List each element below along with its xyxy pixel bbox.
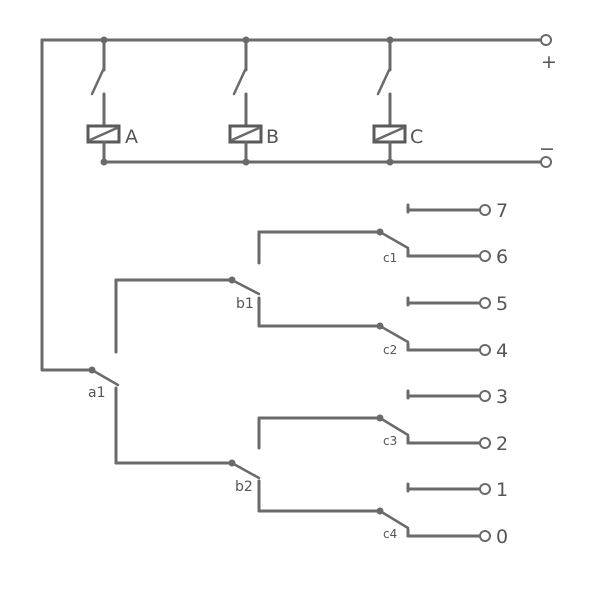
contact-c3-label: c3: [383, 434, 397, 448]
relay-c-label: C: [410, 126, 423, 148]
contact-c2: c2: [376, 322, 410, 357]
output-4: 4: [406, 340, 508, 362]
feed-wire: [40, 38, 94, 372]
output-2: 2: [406, 433, 508, 455]
contact-c1-label: c1: [383, 251, 397, 265]
output-7-label: 7: [496, 200, 508, 222]
relay-a-label: A: [125, 126, 138, 148]
contact-b1: b1: [228, 230, 261, 328]
contact-b2: b2: [228, 416, 261, 513]
output-1-label: 1: [496, 479, 508, 501]
contact-c3: c3: [376, 414, 410, 448]
contact-c4: c4: [376, 507, 410, 541]
relay-b: B: [228, 36, 279, 166]
output-1: 1: [406, 479, 508, 501]
output-0-label: 0: [496, 526, 508, 548]
relay-b-label: B: [266, 126, 279, 148]
output-2-label: 2: [496, 433, 508, 455]
contact-b1-label: b1: [236, 296, 254, 312]
minus-label: −: [539, 138, 555, 160]
output-0: 0: [406, 526, 508, 548]
contact-a1-label: a1: [88, 385, 106, 401]
output-5: 5: [406, 293, 508, 315]
contact-a1: a1: [88, 278, 120, 465]
plus-label: +: [541, 51, 557, 73]
contact-c1: c1: [376, 228, 410, 265]
supply-minus-rail: −: [102, 138, 555, 168]
output-3-label: 3: [496, 386, 508, 408]
output-3: 3: [406, 386, 508, 408]
contact-c4-label: c4: [383, 527, 397, 541]
output-4-label: 4: [496, 340, 508, 362]
output-7: 7: [406, 200, 508, 222]
contact-c2-label: c2: [383, 343, 397, 357]
output-6-label: 6: [496, 246, 508, 268]
supply-plus-rail: +: [40, 34, 557, 73]
contact-b2-label: b2: [235, 479, 253, 495]
output-6: 6: [406, 246, 508, 268]
output-5-label: 5: [496, 293, 508, 315]
relay-a: A: [86, 36, 138, 166]
relay-c: C: [372, 36, 423, 166]
